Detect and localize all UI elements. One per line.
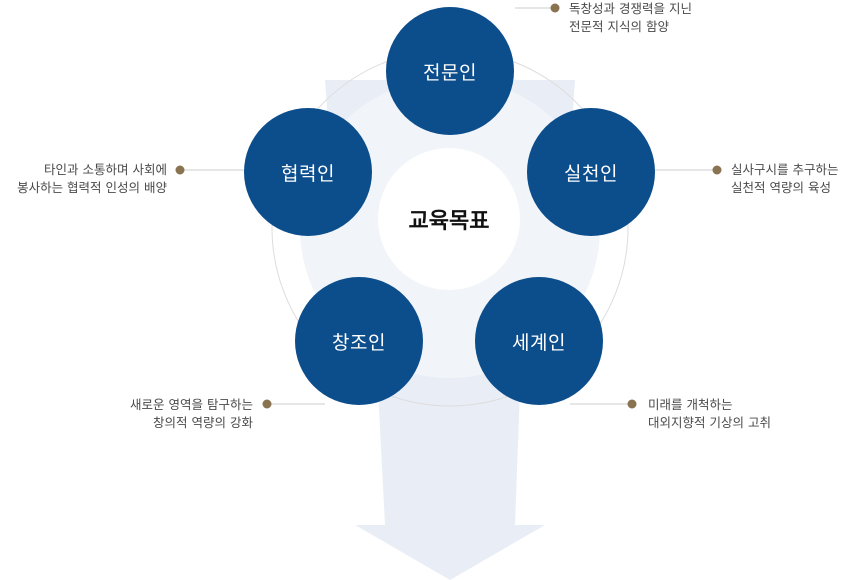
bullet-dot-right [712,165,722,175]
note-1-line-1: 실사구시를 추구하는 [731,162,839,177]
note-3-line-2: 창의적 역량의 강화 [153,415,253,430]
note-2: 미래를 개척하는 대외지향적 기상의 고취 [648,396,771,432]
node-circle-1: 실천인 [527,108,655,236]
note-0-line-1: 독창성과 경쟁력을 지닌 [569,1,692,16]
node-circle-3: 창조인 [295,277,423,405]
bullet-dot-left [175,165,185,175]
node-label-2: 세계인 [512,331,566,354]
center-label: 교육목표 [408,209,490,234]
note-0: 독창성과 경쟁력을 지닌 전문적 지식의 함양 [569,0,692,36]
node-circle-4: 협력인 [244,108,372,236]
node-label-0: 전문인 [423,61,477,84]
node-label-4: 협력인 [281,162,335,185]
node-label-1: 실천인 [564,162,618,185]
bullet-dot-bottom-right [627,399,637,409]
bullet-dot-bottom-left [262,399,272,409]
node-circle-2: 세계인 [475,277,603,405]
note-2-line-1: 미래를 개척하는 [648,397,733,412]
bullet-dot-top [550,3,560,13]
note-4-line-1: 타인과 소통하며 사회에 [44,162,167,177]
note-3: 새로운 영역을 탐구하는 창의적 역량의 강화 [130,396,253,432]
note-0-line-2: 전문적 지식의 함양 [569,19,669,34]
note-2-line-2: 대외지향적 기상의 고취 [648,415,771,430]
center-goal: 교육목표 [378,148,520,290]
node-circle-0: 전문인 [386,7,514,135]
node-label-3: 창조인 [332,331,386,354]
note-1: 실사구시를 추구하는 실천적 역량의 육성 [731,161,838,197]
note-3-line-1: 새로운 영역을 탐구하는 [130,397,253,412]
note-1-line-2: 실천적 역량의 육성 [731,180,831,195]
note-4-line-2: 봉사하는 협력적 인성의 배양 [17,180,167,195]
note-4: 타인과 소통하며 사회에 봉사하는 협력적 인성의 배양 [17,161,167,197]
